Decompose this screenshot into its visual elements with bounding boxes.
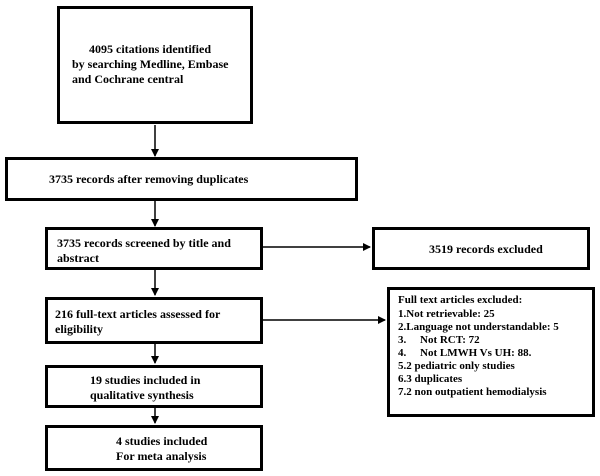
after-duplicates-text: 3735 records after removing duplicates: [49, 172, 249, 186]
after-duplicates-box: 3735 records after removing duplicates: [5, 157, 358, 201]
qualitative-box: 19 studies included in qualitative synth…: [45, 365, 263, 408]
excluded-reason: 3. Not RCT: 72: [398, 334, 480, 346]
full-text-excluded-title: Full text articles excluded:: [398, 294, 523, 306]
excluded-reason: 4. Not LMWH Vs UH: 88.: [398, 347, 532, 359]
identified-line-1: 4095 citations identified: [89, 42, 211, 56]
qualitative-line-2: qualitative synthesis: [90, 388, 194, 402]
screened-line-2: abstract: [57, 251, 99, 265]
meta-line-2: For meta analysis: [116, 449, 207, 463]
meta-line-1: 4 studies included: [116, 434, 208, 448]
screened-box: 3735 records screened by title and abstr…: [45, 227, 263, 270]
excluded-reason: 5.2 pediatric only studies: [398, 360, 515, 372]
identified-box: 4095 citations identified by searching M…: [57, 6, 253, 124]
records-excluded-box: 3519 records excluded: [372, 227, 590, 270]
qualitative-line-1: 19 studies included in: [90, 373, 201, 387]
full-text-line-1: 216 full-text articles assessed for: [55, 307, 221, 321]
excluded-reason: 6.3 duplicates: [398, 373, 463, 385]
identified-line-2: by searching Medline, Embase: [72, 57, 229, 71]
screened-line-1: 3735 records screened by title and: [57, 236, 231, 250]
excluded-reason: 7.2 non outpatient hemodialysis: [398, 386, 547, 398]
identified-line-3: and Cochrane central: [72, 72, 184, 86]
records-excluded-text: 3519 records excluded: [429, 242, 543, 256]
meta-analysis-box: 4 studies included For meta analysis: [45, 425, 263, 471]
full-text-excluded-box: Full text articles excluded: 1.Not retri…: [387, 287, 595, 417]
full-text-line-2: eligibility: [55, 322, 103, 336]
excluded-reason: 2.Language not understandable: 5: [398, 321, 559, 333]
excluded-reason: 1.Not retrievable: 25: [398, 308, 495, 320]
full-text-box: 216 full-text articles assessed for elig…: [45, 297, 263, 344]
